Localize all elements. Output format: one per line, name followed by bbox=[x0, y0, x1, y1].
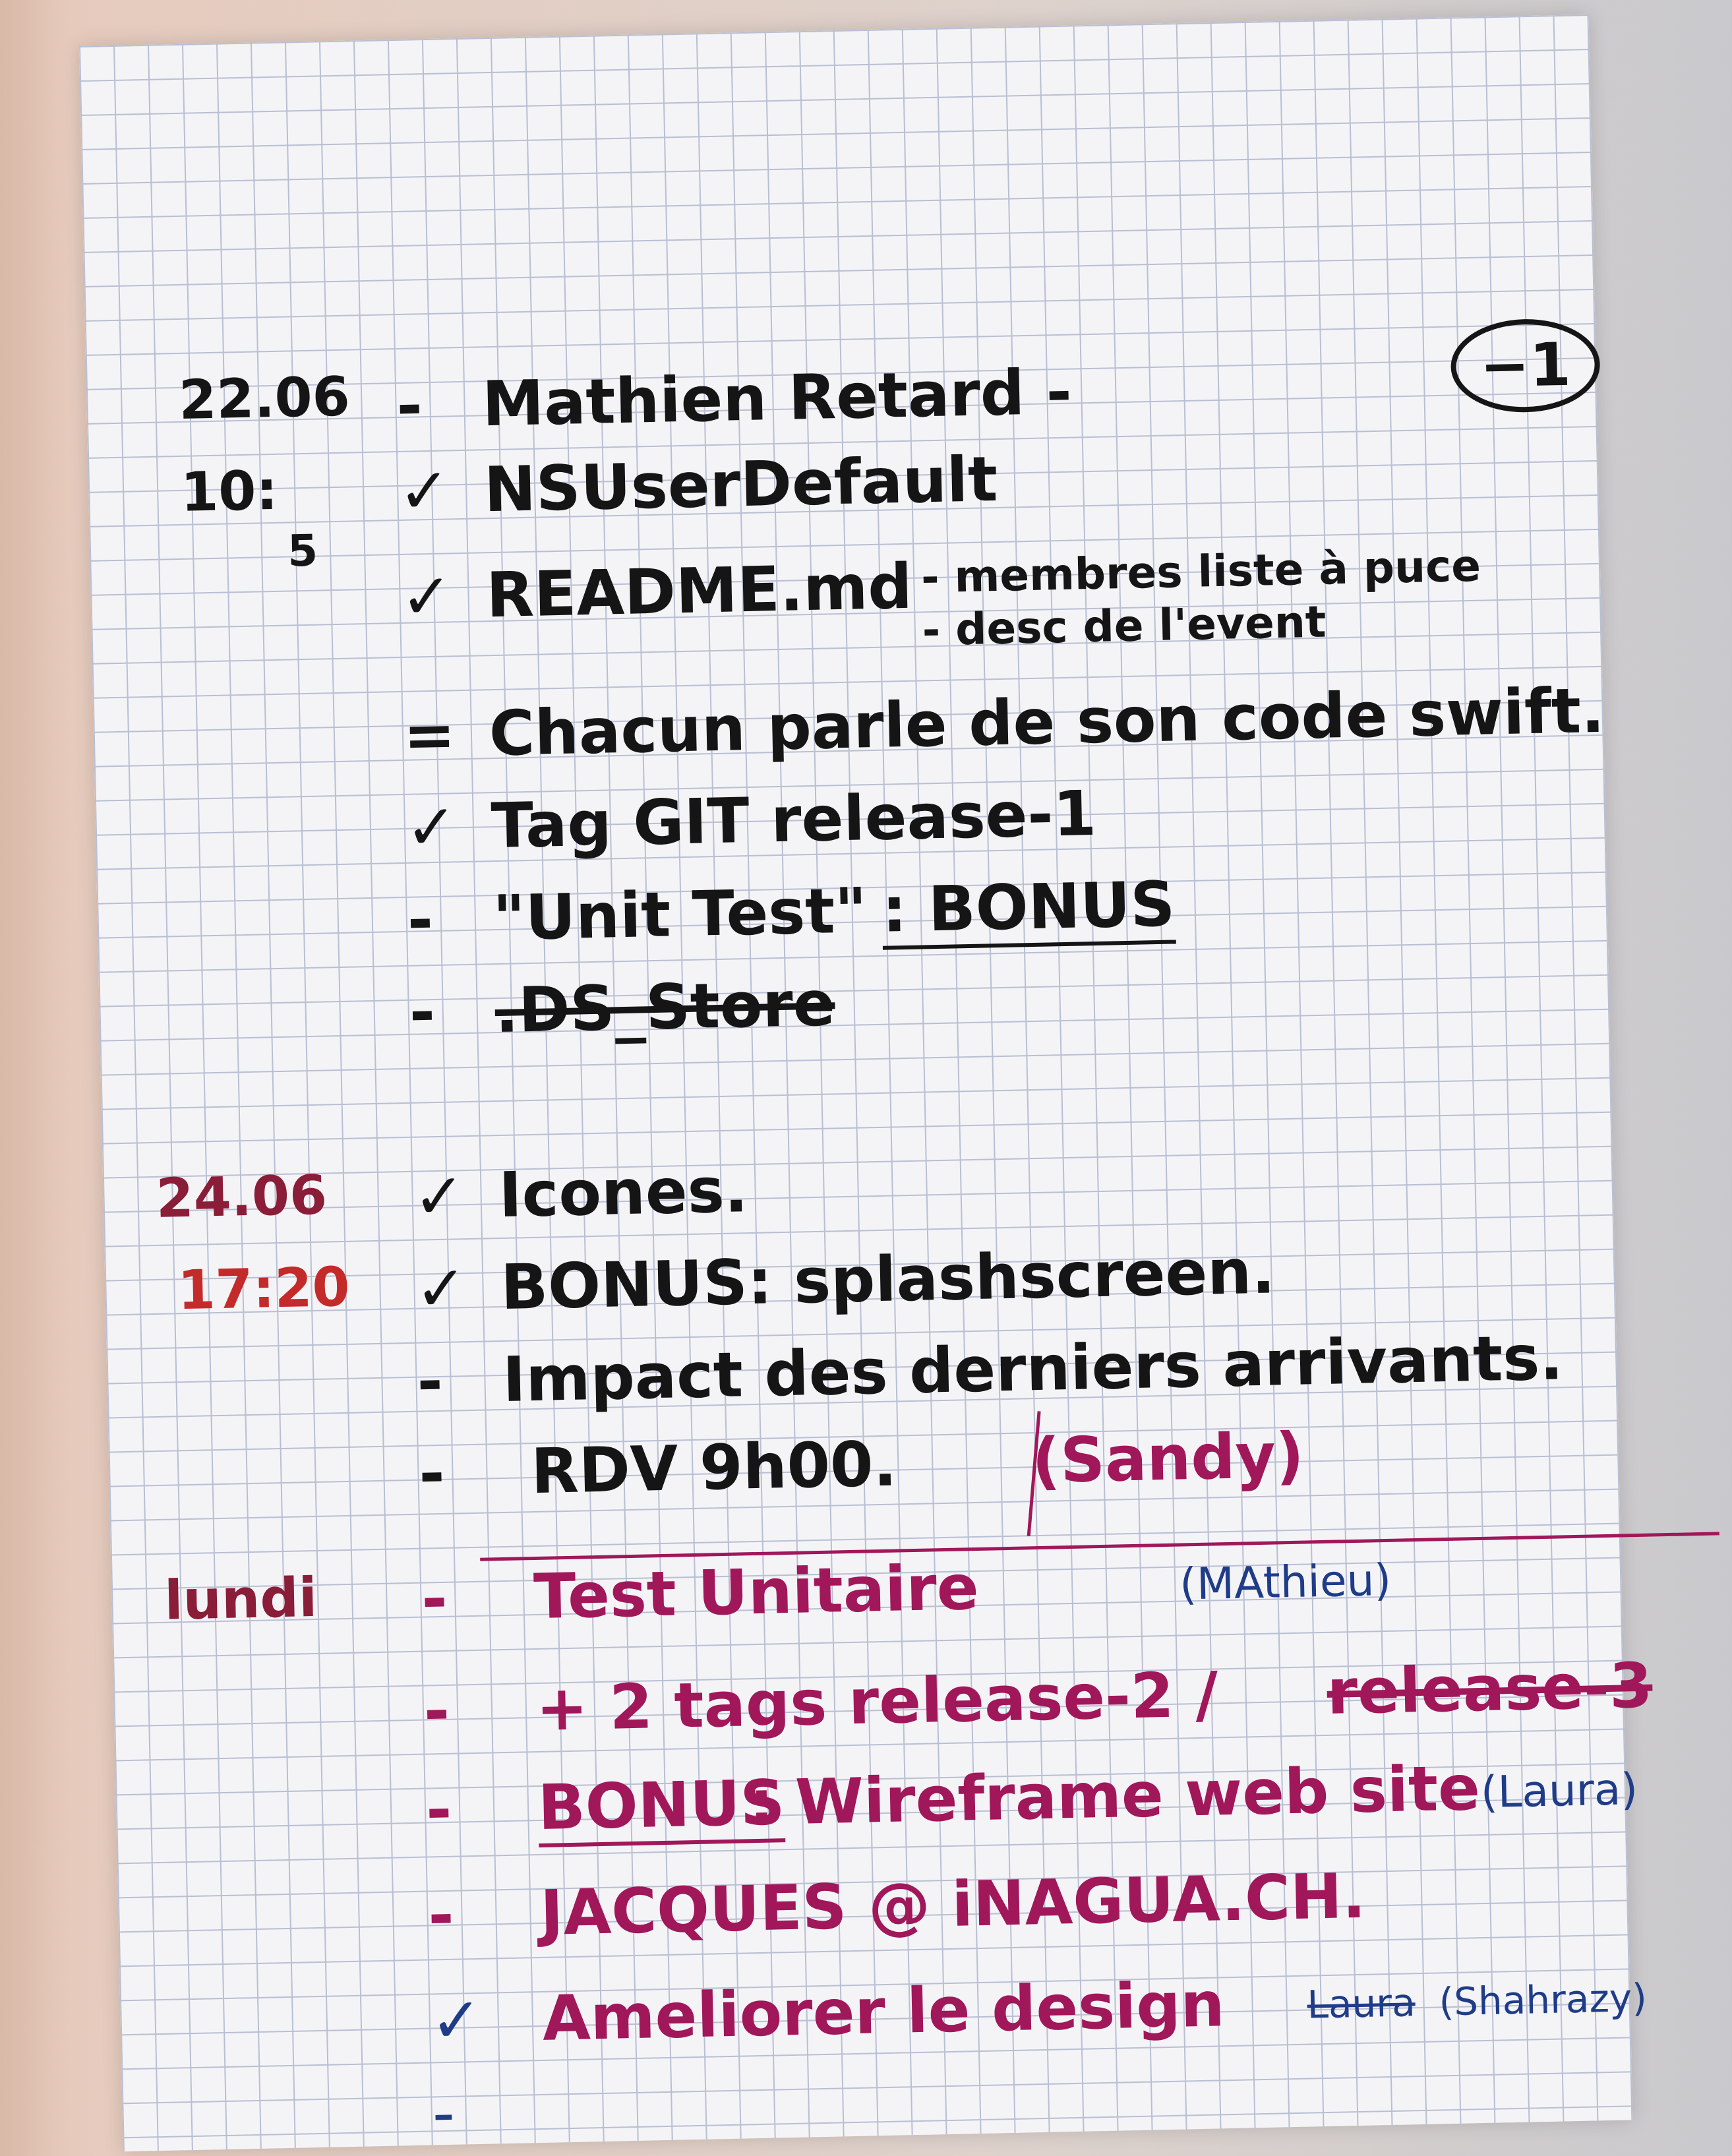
item-ds-store-struck: .DS_Store bbox=[494, 968, 836, 1048]
readme-sub-1: - membres liste à puce bbox=[920, 540, 1481, 603]
notebook-page: −1 22.06 10: 5 - Mathien Retard - ✓ NSUs… bbox=[79, 15, 1719, 2152]
item-icones: Icones. bbox=[498, 1154, 749, 1232]
mark-1: - bbox=[396, 370, 423, 443]
check-icon: ✓ bbox=[414, 1253, 468, 1326]
time-10: 10: bbox=[180, 459, 279, 524]
dash-mark: - bbox=[418, 1437, 446, 1511]
check-icon: ✓ bbox=[400, 560, 454, 634]
item-release-3-struck: release-3 bbox=[1326, 1650, 1654, 1729]
divider-horizontal bbox=[480, 1532, 1719, 1561]
name-mathieu: (MAthieu) bbox=[1179, 1554, 1392, 1610]
item-splashscreen: BONUS: splashscreen. bbox=[500, 1236, 1276, 1325]
item-impact: Impact des derniers arrivants. bbox=[502, 1322, 1564, 1416]
dash-mark: - bbox=[425, 1774, 453, 1847]
item-wireframe: : Wireframe web site bbox=[748, 1752, 1481, 1840]
day-lundi: lundi bbox=[164, 1566, 318, 1632]
item-email-jacques: JACQUES @ iNAGUA.CH. bbox=[539, 1860, 1367, 1950]
bonus-label: : BONUS bbox=[881, 868, 1176, 950]
dash-mark: - bbox=[421, 1563, 448, 1636]
item-unit-test: "Unit Test" bbox=[492, 875, 868, 955]
item-tags-release: + 2 tags release-2 / bbox=[535, 1659, 1219, 1746]
name-laura-struck: Laura bbox=[1306, 1980, 1416, 2027]
item-rdv: RDV 9h00. bbox=[530, 1428, 898, 1509]
dash-mark: - bbox=[406, 884, 434, 957]
equal-mark: = bbox=[402, 699, 456, 772]
time-minutes: 5 bbox=[287, 525, 318, 577]
name-sandy: (Sandy) bbox=[1031, 1420, 1305, 1498]
item-chacun-parle: Chacun parle de son code swift. bbox=[488, 674, 1605, 771]
item-readme: README.md bbox=[485, 551, 913, 632]
item-nsuserdefault: NSUserDefault bbox=[483, 443, 999, 527]
check-icon: ✓ bbox=[429, 1984, 483, 2058]
check-icon: ✓ bbox=[412, 1160, 466, 1234]
date-24-06: 24.06 bbox=[155, 1164, 328, 1230]
score-badge: −1 bbox=[1450, 317, 1601, 414]
readme-sub-2: - desc de l'event bbox=[922, 596, 1327, 656]
dash-mark: - bbox=[416, 1345, 444, 1418]
item-mathien-retard: Mathien Retard - bbox=[481, 356, 1073, 441]
name-laura: (Laura) bbox=[1480, 1764, 1638, 1818]
item-tag-git: Tag GIT release-1 bbox=[490, 777, 1097, 863]
dash-mark: - bbox=[427, 1879, 455, 1952]
dash-mark: - bbox=[431, 2077, 456, 2150]
name-shahrazy: (Shahrazy) bbox=[1438, 1975, 1648, 2025]
date-22-06: 22.06 bbox=[178, 365, 351, 432]
item-ameliorer-design: Ameliorer le design bbox=[541, 1969, 1226, 2055]
time-17-20: 17:20 bbox=[177, 1255, 351, 1323]
check-icon: ✓ bbox=[398, 455, 452, 528]
dash-mark: - bbox=[423, 1675, 451, 1748]
check-icon: ✓ bbox=[404, 791, 458, 864]
dash-mark: - bbox=[408, 976, 436, 1049]
item-test-unitaire: Test Unitaire bbox=[533, 1551, 980, 1634]
